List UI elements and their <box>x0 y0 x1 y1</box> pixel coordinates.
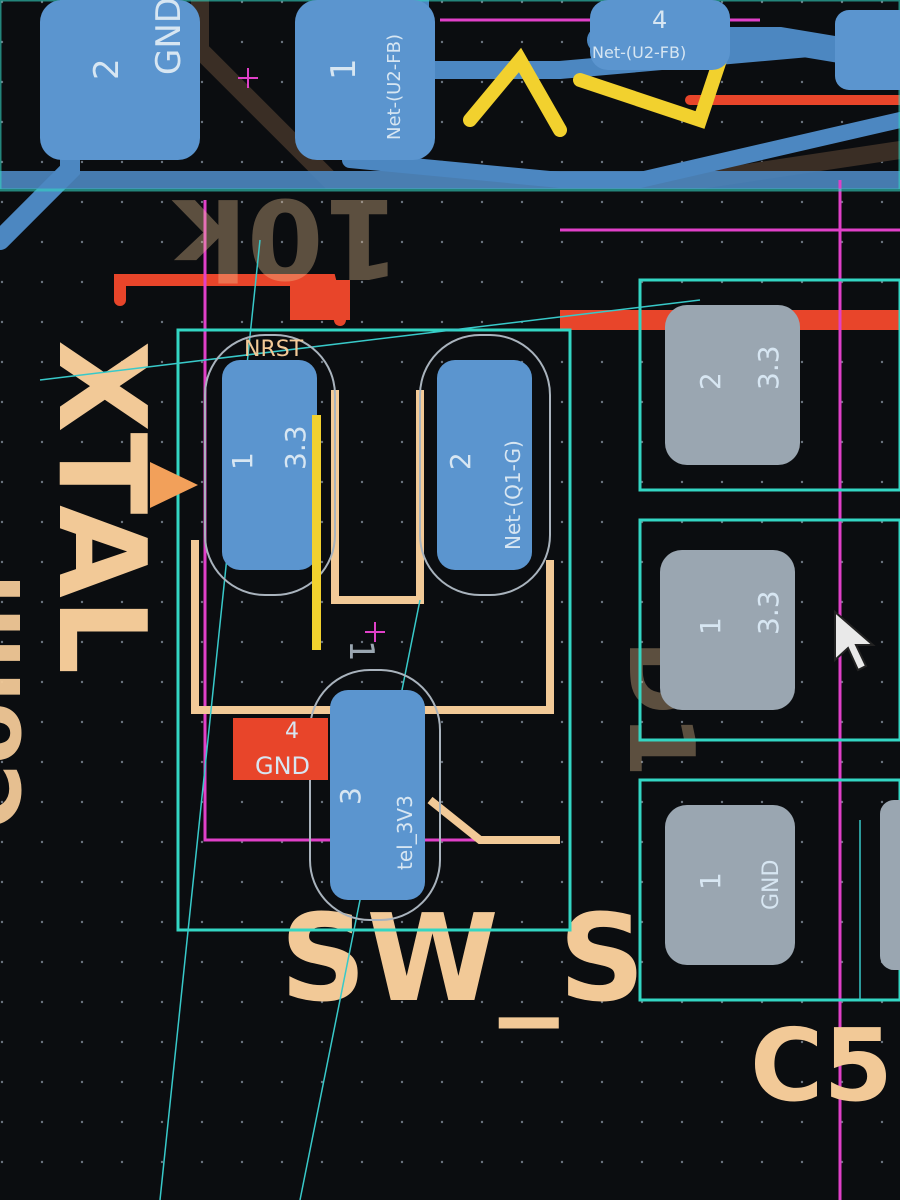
pad-top-gnd-net: GND <box>149 0 189 75</box>
silk-left-vertical2: Conn <box>0 574 42 830</box>
pad-top-right-number: 4 <box>652 6 667 34</box>
pad-right-c-number: 1 <box>694 872 727 890</box>
pad-top-net <box>295 0 435 160</box>
pad-right-a <box>665 305 800 465</box>
courtyard-highlight <box>312 415 321 650</box>
pad-right-b <box>660 550 795 710</box>
pad-gnd-red <box>233 718 328 780</box>
pads[interactable] <box>40 0 900 970</box>
pad-right-a-net: 3.3 <box>752 345 785 390</box>
pad-right-c <box>665 805 795 965</box>
pad-right-b-number: 1 <box>694 617 727 635</box>
origin-markers <box>238 68 385 642</box>
silk-ref-sw: SW_S <box>280 890 645 1029</box>
pad-right-edge <box>880 800 900 970</box>
ref-marker-label: 1 <box>341 640 381 662</box>
pad-tel-net: tel_3V3 <box>393 795 417 870</box>
pad-nrst-net: 3.3 <box>279 425 312 470</box>
pad-gnd-red-number: 4 <box>285 719 299 744</box>
pad-top-gnd <box>40 0 200 160</box>
silk-ref-c5: C5 <box>750 1007 893 1124</box>
pad-right-b-net: 3.3 <box>752 590 785 635</box>
pad-right-a-number: 2 <box>694 372 727 390</box>
pad-q1-net: Net-(Q1-G) <box>501 440 525 550</box>
pad-nrst <box>222 360 317 570</box>
pad-top-gnd-number: 2 <box>87 58 127 80</box>
pad-top-right-net: Net-(U2-FB) <box>592 43 686 62</box>
pin1-marker <box>150 462 198 508</box>
pad-clearances <box>204 334 551 921</box>
mouse-cursor-icon <box>834 609 876 672</box>
pad-q1-number: 2 <box>444 452 477 470</box>
pad-top-edge <box>835 10 900 90</box>
pad-nrst-number: 1 <box>226 452 259 470</box>
pad-q1 <box>437 360 532 570</box>
pad-top-net-net: Net-(U2-FB) <box>384 34 405 140</box>
pad-tel-number: 3 <box>334 787 367 805</box>
pad-labels: 2 GND 1 Net-(U2-FB) 4 Net-(U2-FB) 1 3.3 … <box>87 0 785 910</box>
pad-tel <box>330 690 425 900</box>
copper-zone-top[interactable] <box>290 280 350 320</box>
pad-gnd-red-net: GND <box>255 752 310 780</box>
silk-top-value: 10k <box>171 174 400 302</box>
nrst-label: NRST <box>244 337 304 362</box>
silk-left-vertical: XTAL <box>31 340 170 674</box>
pad-top-right <box>590 0 730 70</box>
pad-top-net-number: 1 <box>324 58 364 80</box>
courtyards <box>0 0 900 1002</box>
pad-right-c-net: GND <box>759 860 784 910</box>
